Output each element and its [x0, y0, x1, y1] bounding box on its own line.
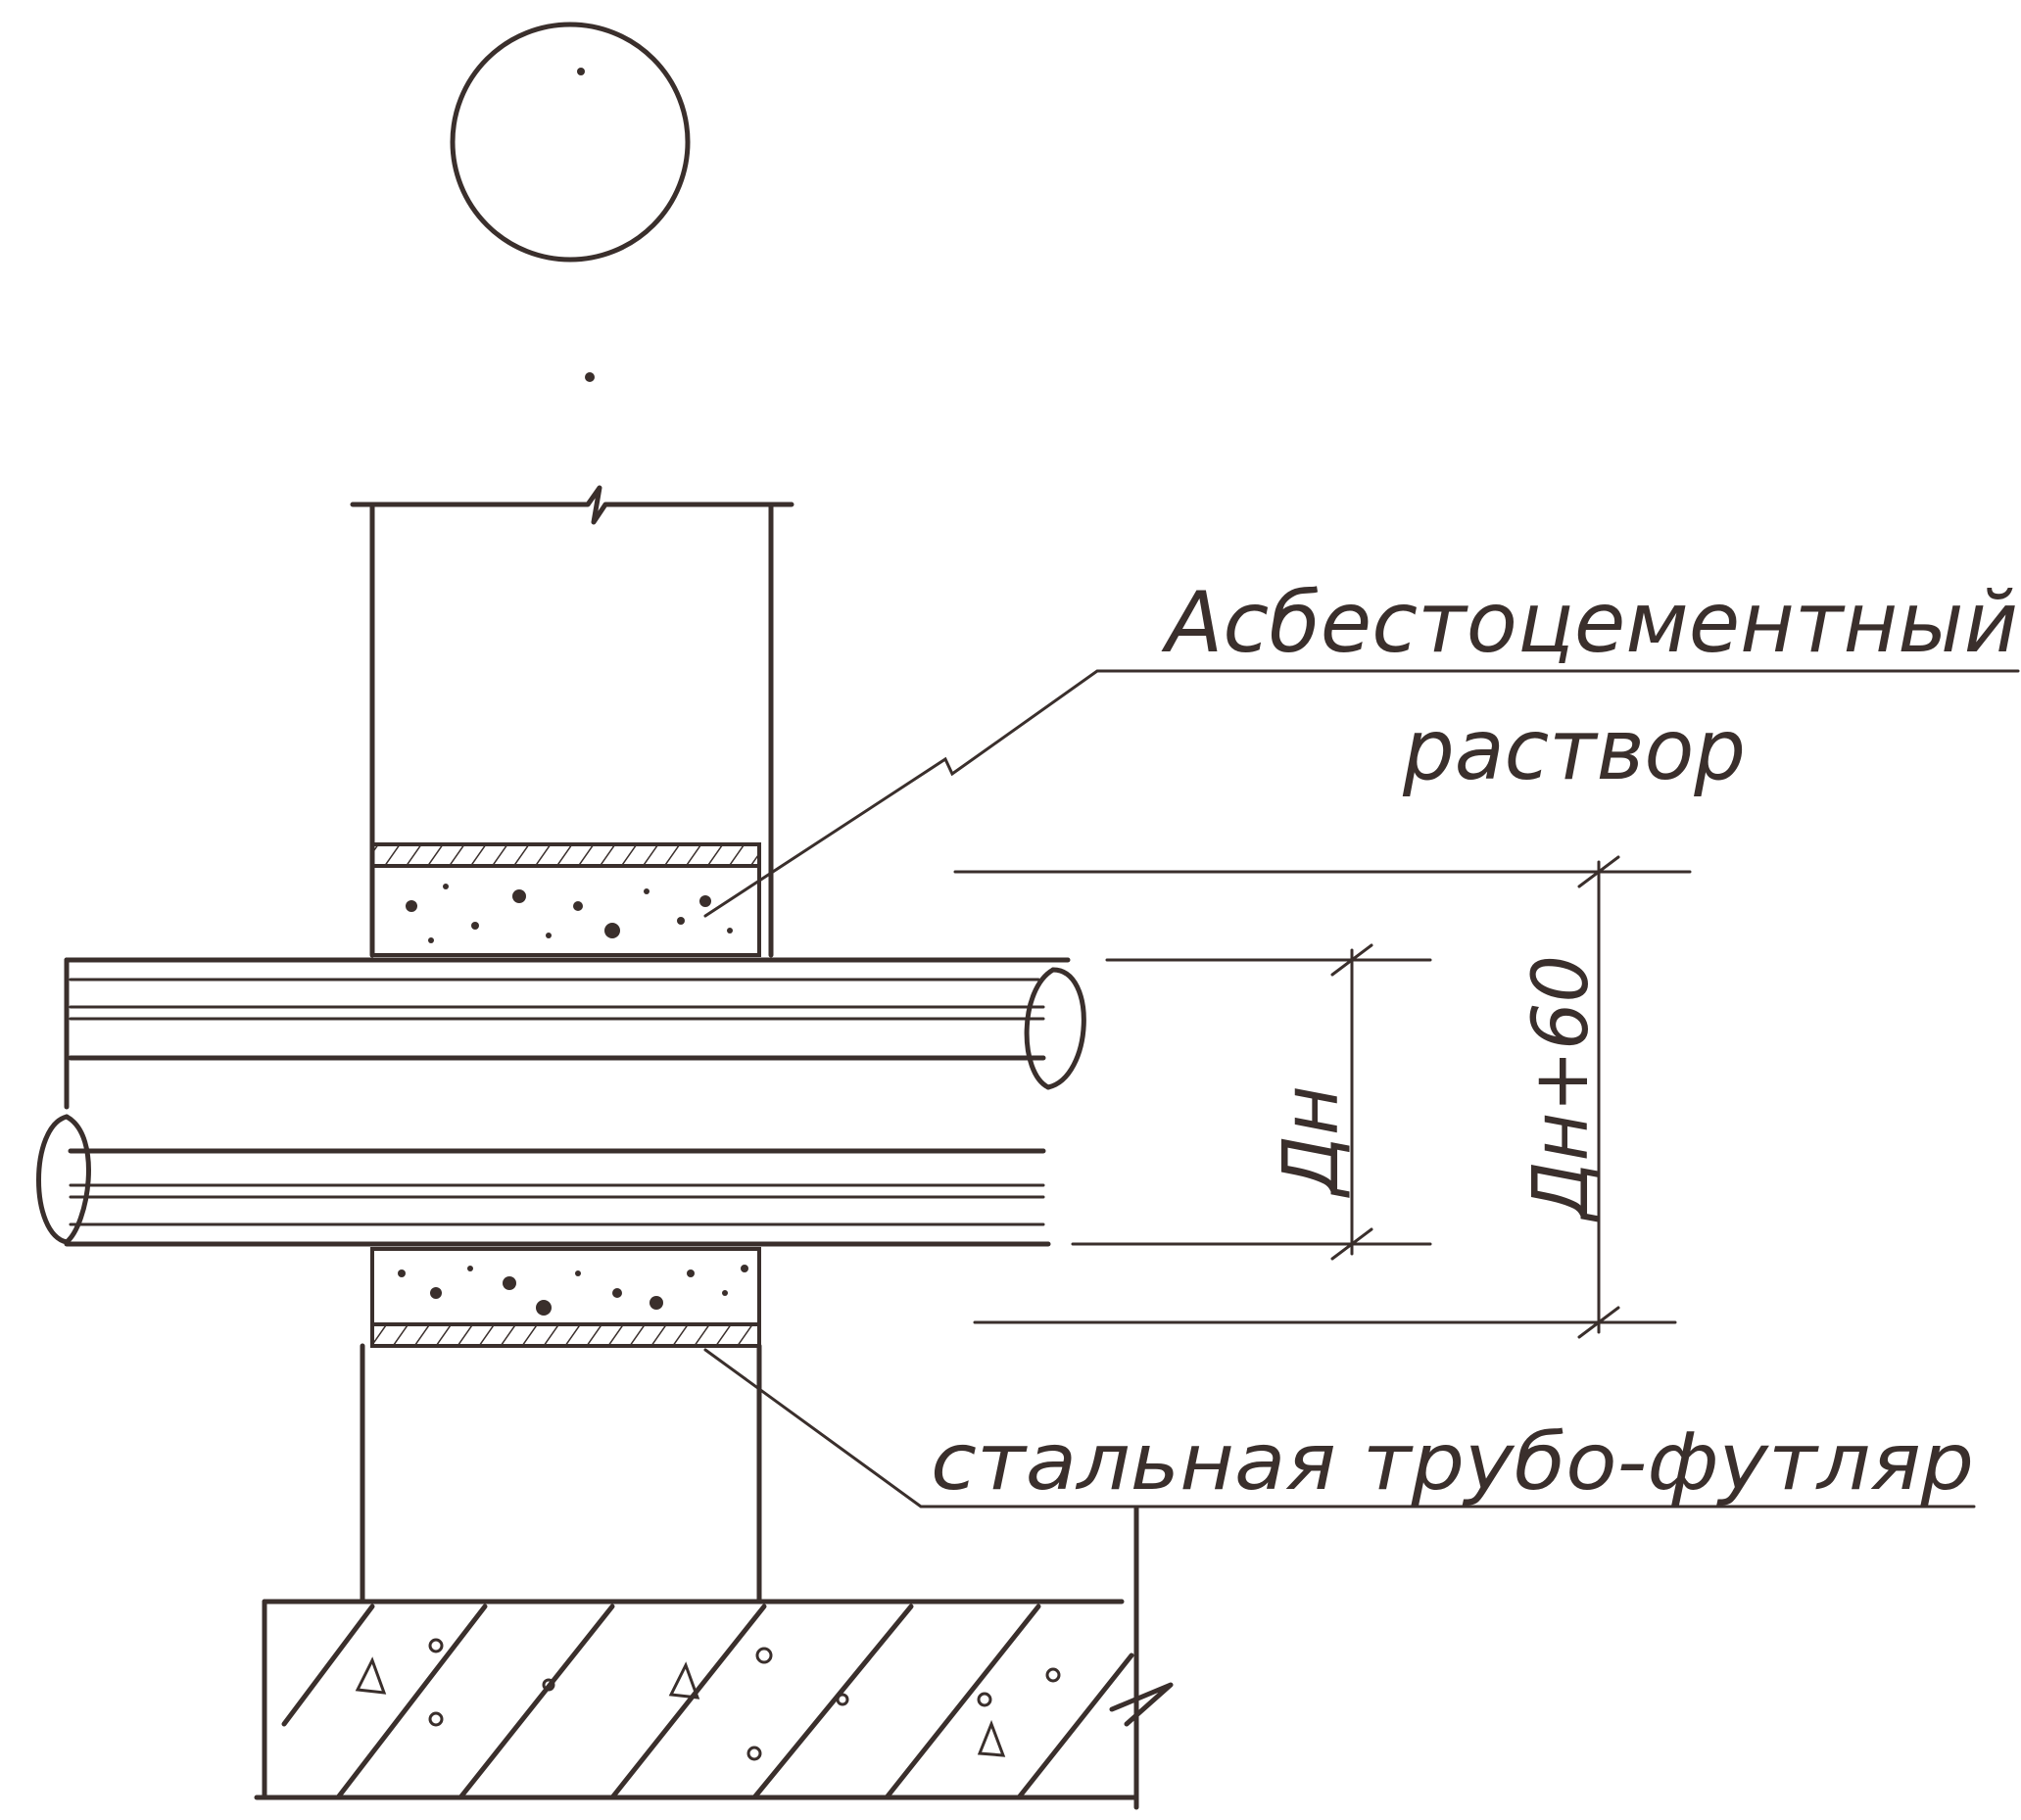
- dimension-dn-label: Дн: [1268, 1085, 1356, 1198]
- wall-lower: [360, 1343, 762, 1604]
- dimension-dn-plus-60: [953, 855, 1692, 1339]
- dimension-dn: [1071, 943, 1432, 1261]
- steel-casing-upper: [370, 842, 761, 868]
- pipe: [36, 957, 1086, 1247]
- leader-casing: [703, 1348, 1976, 1509]
- concrete-base: [254, 1506, 1174, 1810]
- mortar-label-line2: раствор: [1402, 701, 1746, 799]
- reference-circle: [450, 22, 691, 382]
- dimension-dn-plus-60-label: Дн+60: [1517, 955, 1606, 1222]
- steel-casing-lower: [370, 1322, 761, 1348]
- leader-mortar: [703, 669, 2020, 918]
- casing-label: стальная трубо-футляр: [931, 1416, 1974, 1508]
- wall-upper: [350, 485, 794, 958]
- mortar-lower: [370, 1247, 761, 1326]
- mortar-upper: [370, 864, 761, 957]
- mortar-label-line1: Асбестоцементный: [1161, 574, 2018, 672]
